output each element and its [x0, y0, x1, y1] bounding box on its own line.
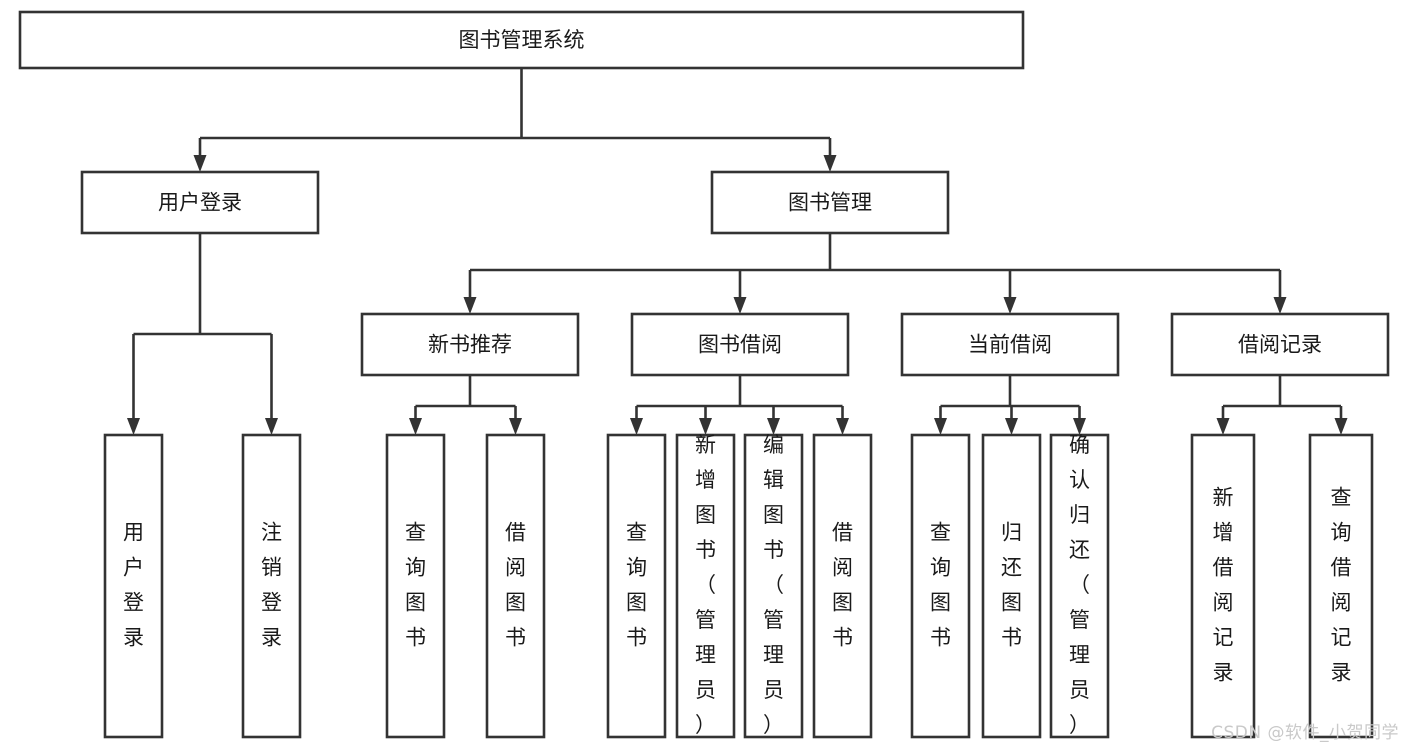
arrowhead-icon	[1273, 297, 1287, 314]
node-box[interactable]	[1049, 433, 1110, 739]
node-bookmgmt[interactable]: 图书管理	[710, 170, 950, 235]
arrowhead-icon	[934, 418, 947, 435]
node-label: 用户登录	[123, 521, 144, 650]
node-box[interactable]	[1190, 433, 1256, 739]
node-label: 新书推荐	[428, 333, 512, 357]
node-leaf-new-1[interactable]: 查询图书	[385, 433, 446, 739]
node-leaf-login-1[interactable]: 用户登录	[103, 433, 164, 739]
node-newbooks[interactable]: 新书推荐	[360, 312, 580, 377]
node-layer: 图书管理系统用户登录图书管理新书推荐图书借阅当前借阅借阅记录用户登录注销登录查询…	[18, 10, 1390, 739]
node-current[interactable]: 当前借阅	[900, 312, 1120, 377]
node-label: 图书借阅	[698, 333, 782, 357]
node-box[interactable]	[981, 433, 1042, 739]
arrowhead-icon	[1073, 418, 1086, 435]
node-label: 借阅图书	[832, 521, 853, 650]
node-box[interactable]	[630, 312, 850, 377]
node-box[interactable]	[241, 433, 302, 739]
node-box[interactable]	[675, 433, 736, 739]
node-borrow[interactable]: 图书借阅	[630, 312, 850, 377]
node-leaf-new-2[interactable]: 借阅图书	[485, 433, 546, 739]
connector-current	[934, 375, 1086, 435]
node-leaf-bor-1[interactable]: 查询图书	[606, 433, 667, 739]
arrowhead-icon	[409, 418, 422, 435]
node-box[interactable]	[385, 433, 446, 739]
arrowhead-icon	[463, 297, 477, 314]
node-label: 查询图书	[930, 521, 951, 650]
node-label: 新增图书（管理员）	[695, 433, 716, 737]
node-label: 图书管理系统	[459, 28, 585, 52]
node-box[interactable]	[910, 433, 971, 739]
connector-records	[1216, 375, 1348, 435]
node-box[interactable]	[485, 433, 546, 739]
node-box[interactable]	[103, 433, 164, 739]
node-label: 编辑图书（管理员）	[763, 433, 784, 737]
node-root[interactable]: 图书管理系统	[18, 10, 1025, 70]
node-leaf-bor-2[interactable]: 新增图书（管理员）	[675, 433, 736, 739]
csdn-watermark: CSDN @软件_小贺同学	[1211, 723, 1399, 743]
node-label: 新增借阅记录	[1213, 486, 1234, 685]
node-records[interactable]: 借阅记录	[1170, 312, 1390, 377]
node-leaf-cur-3[interactable]: 确认归还（管理员）	[1049, 433, 1110, 739]
arrowhead-icon	[733, 297, 747, 314]
node-box[interactable]	[743, 433, 804, 739]
node-label: 查询借阅记录	[1331, 486, 1352, 685]
arrowhead-icon	[193, 155, 207, 172]
node-box[interactable]	[812, 433, 873, 739]
arrowhead-icon	[265, 418, 278, 435]
node-label: 归还图书	[1001, 521, 1022, 650]
node-label: 当前借阅	[968, 333, 1052, 357]
node-leaf-cur-1[interactable]: 查询图书	[910, 433, 971, 739]
connector-login	[127, 233, 278, 435]
node-label: 图书管理	[788, 191, 872, 215]
node-box[interactable]	[18, 10, 1025, 70]
arrowhead-icon	[836, 418, 849, 435]
node-leaf-rec-2[interactable]: 查询借阅记录	[1308, 433, 1374, 739]
node-label: 借阅图书	[505, 521, 526, 650]
node-box[interactable]	[360, 312, 580, 377]
arrowhead-icon	[767, 418, 780, 435]
connector-layer	[127, 68, 1348, 435]
node-label: 用户登录	[158, 191, 242, 215]
node-label: 确认归还（管理员）	[1069, 433, 1090, 737]
connector-newbooks	[409, 375, 522, 435]
node-leaf-bor-4[interactable]: 借阅图书	[812, 433, 873, 739]
node-box[interactable]	[1170, 312, 1390, 377]
arrowhead-icon	[509, 418, 522, 435]
arrowhead-icon	[630, 418, 643, 435]
node-box[interactable]	[710, 170, 950, 235]
node-leaf-login-2[interactable]: 注销登录	[241, 433, 302, 739]
node-label: 注销登录	[261, 521, 282, 650]
node-label: 查询图书	[405, 521, 426, 650]
arrowhead-icon	[127, 418, 140, 435]
connector-borrow	[630, 375, 849, 435]
node-leaf-cur-2[interactable]: 归还图书	[981, 433, 1042, 739]
arrowhead-icon	[1334, 418, 1348, 435]
node-leaf-bor-3[interactable]: 编辑图书（管理员）	[743, 433, 804, 739]
node-login[interactable]: 用户登录	[80, 170, 320, 235]
arrowhead-icon	[1216, 418, 1230, 435]
node-box[interactable]	[606, 433, 667, 739]
connector-bookmgmt	[463, 233, 1287, 314]
node-leaf-rec-1[interactable]: 新增借阅记录	[1190, 433, 1256, 739]
arrowhead-icon	[823, 155, 837, 172]
node-box[interactable]	[1308, 433, 1374, 739]
node-label: 借阅记录	[1238, 333, 1322, 357]
arrowhead-icon	[699, 418, 712, 435]
node-box[interactable]	[900, 312, 1120, 377]
arrowhead-icon	[1003, 297, 1017, 314]
node-label: 查询图书	[626, 521, 647, 650]
connector-root	[193, 68, 837, 172]
arrowhead-icon	[1005, 418, 1018, 435]
node-box[interactable]	[80, 170, 320, 235]
